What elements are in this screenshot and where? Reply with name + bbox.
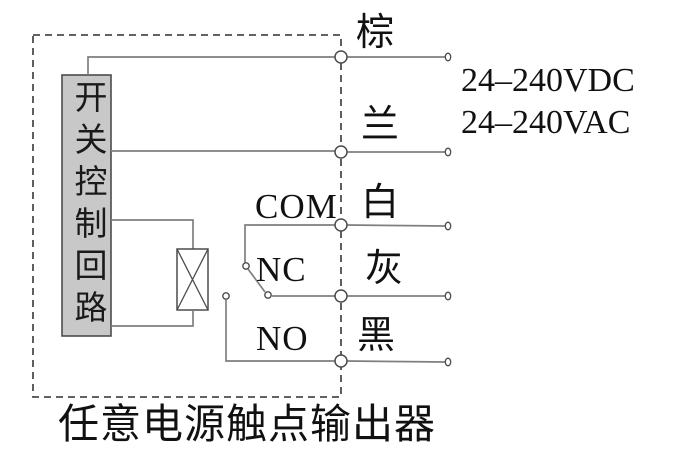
- wire-label-black: 黑: [357, 315, 396, 357]
- contact-label-no: NO: [256, 319, 309, 358]
- lead-end-brown: [444, 52, 452, 62]
- relay-coil-cross: [176, 248, 209, 311]
- wire-label-blue: 兰: [361, 104, 400, 146]
- lead-end-black: [444, 357, 452, 367]
- wire-com-inner: [244, 224, 335, 263]
- diagram-caption: 任意电源触点输出器: [58, 401, 436, 447]
- wire-label-brown: 棕: [356, 12, 395, 54]
- wire-label-white: 白: [361, 182, 400, 224]
- terminal-gray: [334, 289, 348, 303]
- relay-coil-return-wire: [111, 310, 194, 327]
- power-rating-dc: 24–240VDC: [461, 62, 635, 99]
- device-boundary-dashed-box: [32, 34, 342, 398]
- terminal-brown: [334, 50, 348, 64]
- power-rating-ac: 24–240VAC: [461, 104, 631, 141]
- lead-end-white: [444, 221, 452, 231]
- switch-arm: [247, 268, 266, 293]
- terminal-white: [334, 218, 348, 232]
- contact-label-nc: NC: [256, 250, 307, 289]
- control-box: [61, 74, 112, 337]
- wire-no-inner: [225, 300, 335, 362]
- relay-coil-feed-wire: [111, 219, 194, 249]
- lead-end-gray: [444, 291, 452, 301]
- wire-white-lead: [346, 224, 446, 227]
- switch-pivot-contact: [242, 262, 250, 270]
- wire-brown-inner: [87, 56, 335, 75]
- lead-end-blue: [444, 147, 452, 157]
- contact-label-com: COM: [255, 187, 338, 226]
- no-contact: [222, 292, 230, 300]
- wire-label-gray: 灰: [365, 248, 404, 290]
- control-box-label: 开关控制回路: [69, 80, 105, 332]
- terminal-black: [334, 354, 348, 368]
- terminal-blue: [334, 145, 348, 159]
- nc-contact: [264, 291, 272, 299]
- wire-black-lead: [346, 360, 446, 363]
